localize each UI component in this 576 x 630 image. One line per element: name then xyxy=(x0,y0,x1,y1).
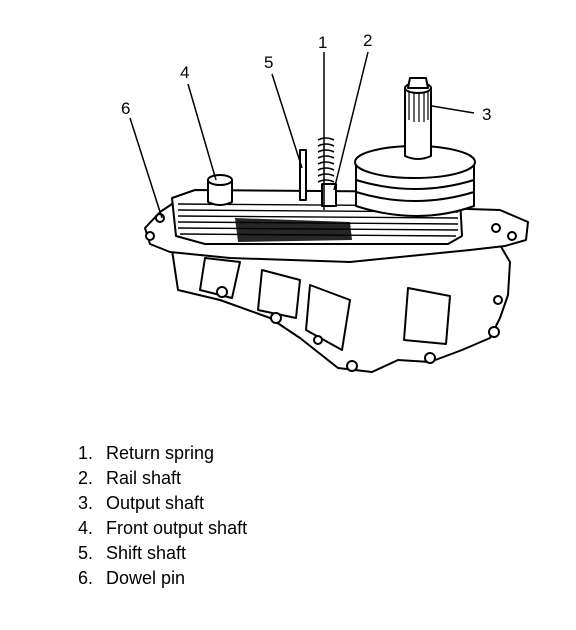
callout-1: 1 xyxy=(318,33,327,52)
legend-item: 3. Output shaft xyxy=(78,491,247,516)
transfer-case-illustration: 1 2 3 4 5 6 xyxy=(121,31,529,373)
callout-3: 3 xyxy=(482,105,491,124)
bolt-boss xyxy=(346,360,358,372)
case-lobe xyxy=(257,269,301,319)
legend-number: 4. xyxy=(78,518,94,538)
case-lobe xyxy=(305,284,351,351)
bolt-boss xyxy=(424,352,436,364)
legend-item: 6. Dowel pin xyxy=(78,566,247,591)
callout-2: 2 xyxy=(363,31,372,50)
legend-text: Rail shaft xyxy=(106,468,182,488)
legend-text: Shift shaft xyxy=(106,543,187,563)
legend-number: 6. xyxy=(78,568,94,588)
legend-number: 5. xyxy=(78,543,94,563)
callout-6: 6 xyxy=(121,99,130,118)
flange-bolt-hole xyxy=(491,223,501,233)
output-shaft-tip xyxy=(407,77,429,89)
bolt-boss xyxy=(270,312,282,324)
bolt-boss xyxy=(493,295,503,305)
flange-bolt-hole xyxy=(507,231,517,241)
leader-lines xyxy=(129,51,475,219)
legend-item: 1. Return spring xyxy=(78,441,247,466)
legend-item: 4. Front output shaft xyxy=(78,516,247,541)
legend-text: Output shaft xyxy=(106,493,205,513)
legend-number: 1. xyxy=(78,443,94,463)
parts-legend: 1. Return spring 2. Rail shaft 3. Output sh… xyxy=(78,441,247,591)
output-shaft-splines xyxy=(408,92,429,122)
shift-shaft xyxy=(299,149,307,201)
legend-text: Front output shaft xyxy=(106,518,248,538)
leader-line-2 xyxy=(333,51,369,191)
bolt-boss xyxy=(488,326,500,338)
legend-item: 2. Rail shaft xyxy=(78,466,247,491)
callout-4: 4 xyxy=(180,63,189,82)
leader-line-6 xyxy=(129,117,163,219)
return-spring xyxy=(317,137,335,183)
bolt-boss xyxy=(313,335,323,345)
front-output-shaft-top xyxy=(207,174,233,186)
leader-line-3 xyxy=(431,105,475,114)
legend-number: 2. xyxy=(78,468,94,488)
chain-dark-band xyxy=(235,218,352,242)
case-lobe xyxy=(199,257,241,299)
legend-item: 5. Shift shaft xyxy=(78,541,247,566)
output-drum-ring xyxy=(355,191,475,202)
case-lobe xyxy=(403,287,451,345)
flange-bolt-hole xyxy=(155,213,165,223)
legend-number: 3. xyxy=(78,493,94,513)
legend-text: Return spring xyxy=(106,443,215,463)
callout-5: 5 xyxy=(264,53,273,72)
leader-line-4 xyxy=(187,83,217,181)
legend-text: Dowel pin xyxy=(106,568,186,588)
flange-bolt-hole xyxy=(145,231,155,241)
transfer-case-drawing xyxy=(144,77,529,373)
bolt-boss xyxy=(216,286,228,298)
leader-line-5 xyxy=(271,73,303,169)
output-drum-ring xyxy=(355,179,475,190)
rail-shaft xyxy=(321,183,337,207)
